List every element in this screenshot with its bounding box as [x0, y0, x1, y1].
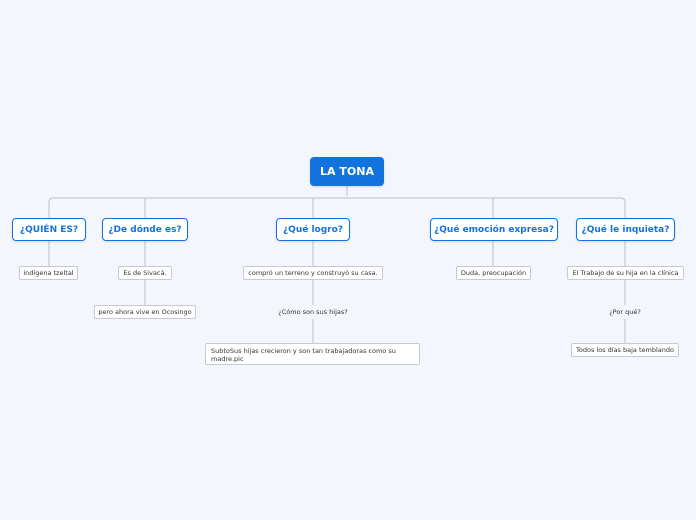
node-por-que[interactable]: ¿Por qué? [609, 308, 641, 316]
node-hijas-trabajadoras[interactable]: SubtoSus hijas crecieron y son tan traba… [205, 343, 420, 365]
branch-quien-es[interactable]: ¿QUIÉN ES? [12, 218, 86, 241]
branch-que-le-inquieta[interactable]: ¿Qué le inquieta? [576, 218, 675, 241]
node-trabajo-clinica[interactable]: El Trabajo de su hija en la clínica [567, 266, 684, 280]
node-compro-terreno[interactable]: compró un terreno y construyó su casa. [243, 266, 383, 280]
branch-que-emocion[interactable]: ¿Qué emoción expresa? [430, 218, 558, 241]
node-es-de-sivaca[interactable]: Es de Sivacá. [118, 266, 172, 280]
node-vive-ocosingo[interactable]: pero ahora vive en Ocosingo [94, 305, 196, 319]
root-node[interactable]: LA TONA [310, 157, 384, 186]
branch-de-donde-es[interactable]: ¿De dónde es? [102, 218, 188, 241]
node-duda-preocupacion[interactable]: Duda, preocupación [456, 266, 531, 280]
node-indigena-tzeltal[interactable]: indígena tzeltal [19, 266, 78, 280]
branch-que-logro[interactable]: ¿Qué logro? [276, 218, 350, 241]
node-baja-temblando[interactable]: Todos los días baja temblando [571, 343, 679, 357]
node-como-son-hijas[interactable]: ¿Cómo son sus hijas? [278, 308, 348, 316]
connector-bus [48, 197, 626, 218]
